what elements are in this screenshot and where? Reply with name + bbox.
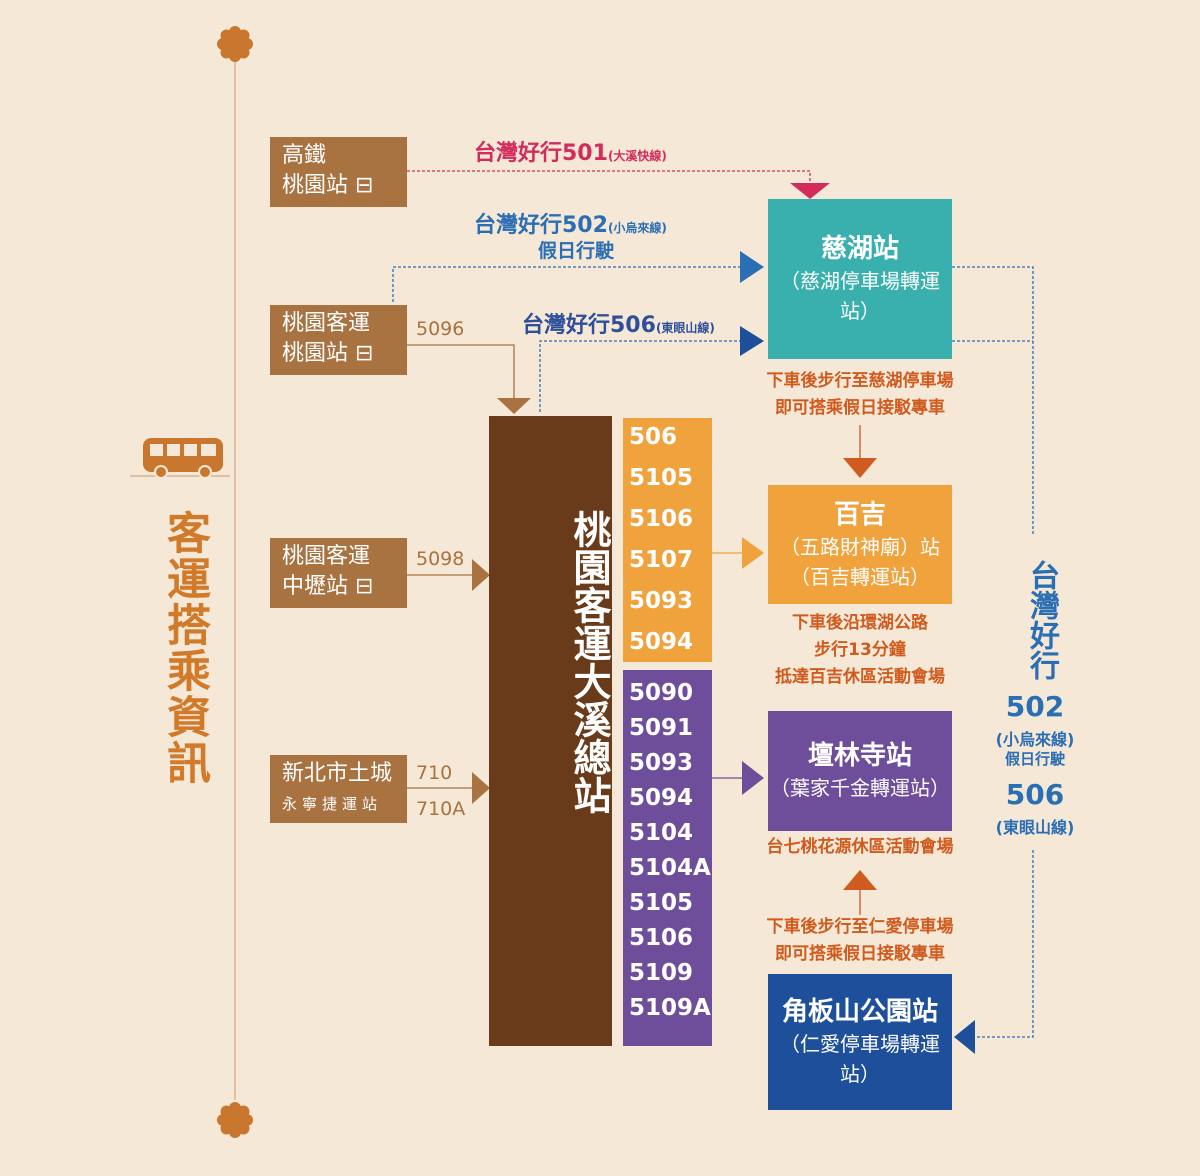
route-item: 5105 [629, 890, 694, 916]
route-501-sub: (大溪快線) [607, 149, 667, 163]
route-item: 5109 [629, 960, 694, 986]
right-506-number: 506 [1005, 778, 1065, 811]
note-line: 即可搭乘假日接駁專車 [775, 944, 945, 964]
dest-jiaobanshan: 角板山公園站 （仁愛停車場轉運站） [768, 974, 952, 1110]
route-710-label: 710 [416, 762, 453, 784]
arrow-5098-icon [472, 559, 490, 591]
dest-baiji-sub1: （五路財神廟）站 [780, 534, 940, 559]
side-title: 客運搭乘資訊 [159, 510, 210, 786]
note-cihu: 下車後步行至慈湖停車場 即可搭乘假日接駁專車 [740, 368, 980, 422]
origin-line2: 桃園站 [282, 173, 349, 198]
flower-icon [217, 1102, 253, 1138]
route-506-main: 台灣好行506 [522, 313, 656, 338]
origin-line2: 永寧捷運站 [282, 795, 383, 813]
origin-tucheng: 新北市土城 永寧捷運站 [270, 755, 407, 823]
right-502-note: 假日行駛 [1004, 750, 1065, 768]
route-item: 5107 [629, 547, 694, 573]
origin-line1: 桃園客運 [282, 544, 371, 569]
right-506-sub: (東眼山線) [995, 818, 1075, 837]
route-item: 5090 [629, 680, 694, 706]
route-item: 5105 [629, 465, 694, 491]
origin-line2: 桃園站 [282, 341, 349, 366]
route-item: 5104 [629, 820, 694, 846]
note-line: 抵達百吉休區活動會場 [775, 667, 945, 687]
route-item: 5094 [629, 629, 694, 655]
arrow-down-icon [843, 458, 877, 478]
arrow-5096-icon [497, 398, 531, 414]
dest-baiji: 百吉 （五路財神廟）站 （百吉轉運站） [768, 485, 952, 604]
dest-cihu: 慈湖站 （慈湖停車場轉運站） [768, 199, 952, 359]
route-502-sub: (小烏來線) [607, 221, 667, 235]
route-item: 5094 [629, 785, 694, 811]
orange-route-list: 506 5105 5106 5107 5093 5094 [623, 418, 712, 662]
origin-line1: 新北市土城 [282, 761, 393, 786]
note-line: 下車後沿環湖公路 [792, 613, 928, 633]
right-502-number: 502 [1005, 690, 1065, 723]
route-item: 5109A [629, 995, 711, 1021]
route-710a-label: 710A [416, 798, 466, 820]
origin-taoyuan-bus-taoyuan: 桃園客運 桃園站 ⊟ [270, 305, 407, 375]
right-502-sub: (小烏來線) [995, 730, 1075, 749]
note-line: 下車後步行至慈湖停車場 [766, 371, 954, 391]
route-item: 506 [629, 424, 678, 450]
route-5096-label: 5096 [416, 318, 465, 340]
arrow-orange-icon [742, 537, 764, 569]
dest-jiaobanshan-title: 角板山公園站 [781, 997, 938, 1027]
route-item: 5093 [629, 750, 694, 776]
flower-icon [217, 26, 253, 62]
main-station-title: 桃園客運大溪總站 [567, 510, 611, 814]
origin-line2: 中壢站 [282, 574, 349, 599]
route-item: 5106 [629, 506, 694, 532]
arrow-up-icon [843, 870, 877, 890]
main-station: 桃園客運大溪總站 [489, 416, 612, 1046]
arrow-502-icon [740, 251, 764, 283]
note-baiji: 下車後沿環湖公路 步行13分鐘 抵達百吉休區活動會場 [740, 610, 980, 691]
dest-cihu-sub: （慈湖停車場轉運站） [780, 269, 940, 323]
dest-baiji-sub2: （百吉轉運站） [790, 564, 930, 589]
note-tanlin: 台七桃花源休區活動會場 [740, 834, 980, 861]
dest-jiaobanshan-sub: （仁愛停車場轉運站） [780, 1032, 940, 1086]
route-501-main: 台灣好行501 [474, 141, 608, 166]
arrow-506-icon [740, 326, 764, 356]
arrow-purple-icon [742, 761, 764, 795]
dest-tanlin-title: 壇林寺站 [807, 741, 912, 771]
arrow-501-icon [790, 183, 830, 199]
dest-tanlin: 壇林寺站 （葉家千金轉運站） [768, 711, 952, 831]
route-item: 5104A [629, 855, 711, 881]
note-line: 下車後步行至仁愛停車場 [766, 917, 954, 937]
arrow-jiaoban-icon [954, 1020, 975, 1054]
bus-small-icon: ⊟ [355, 341, 374, 366]
route-501-label: 台灣好行501(大溪快線) [474, 135, 667, 167]
route-5098-label: 5098 [416, 548, 465, 570]
bus-side-icon [143, 438, 223, 479]
route-506-sub: (東眼山線) [655, 321, 715, 335]
origin-taoyuan-bus-zhongli: 桃園客運 中壢站 ⊟ [270, 538, 407, 608]
note-line: 台七桃花源休區活動會場 [766, 837, 954, 857]
origin-line1: 高鐵 [282, 143, 327, 168]
route-502-main: 台灣好行502 [474, 213, 608, 238]
dest-baiji-title: 百吉 [833, 499, 886, 530]
route-item: 5091 [629, 715, 694, 741]
purple-route-list: 5090 5091 5093 5094 5104 5104A 5105 5106 5109 510… [623, 670, 712, 1046]
note-line: 即可搭乘假日接駁專車 [775, 398, 945, 418]
route-502-label: 台灣好行502(小烏來線) [474, 207, 667, 239]
origin-hsr-taoyuan: 高鐵 桃園站 ⊟ [270, 137, 407, 207]
arrow-710-icon [472, 772, 490, 804]
note-line: 步行13分鐘 [814, 640, 906, 660]
dest-cihu-title: 慈湖站 [820, 234, 899, 264]
bus-small-icon: ⊟ [355, 574, 374, 599]
dest-tanlin-sub: （葉家千金轉運站） [770, 776, 950, 800]
note-renai: 下車後步行至仁愛停車場 即可搭乘假日接駁專車 [740, 914, 980, 968]
route-506-label: 台灣好行506(東眼山線) [522, 307, 715, 339]
right-route-vertical: 台灣好行 [1024, 560, 1059, 680]
route-item: 5093 [629, 588, 694, 614]
route-item: 5106 [629, 925, 694, 951]
origin-line1: 桃園客運 [282, 311, 371, 336]
route-502-note: 假日行駛 [538, 240, 615, 262]
bus-small-icon: ⊟ [355, 173, 374, 198]
